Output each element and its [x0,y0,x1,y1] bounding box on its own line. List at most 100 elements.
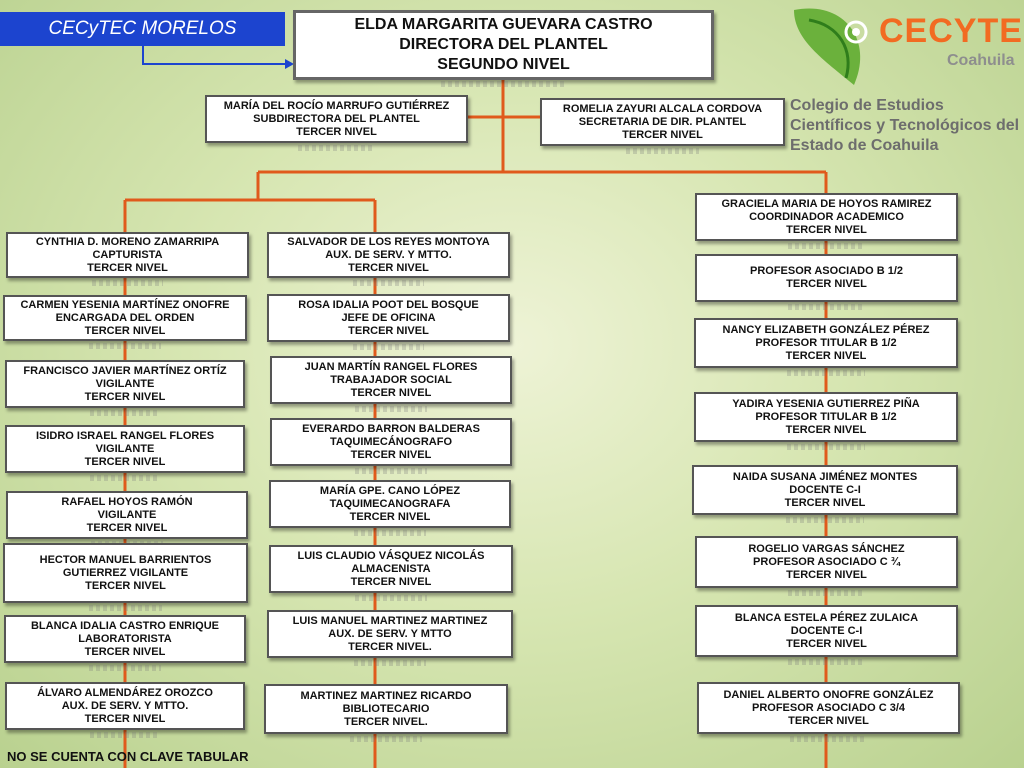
org-box-left-4: ISIDRO ISRAEL RANGEL FLORES VIGILANTE TE… [5,425,245,481]
school-name: Colegio de Estudios Científicos y Tecnol… [790,97,1020,154]
org-box-role: ALMACENISTA [351,562,431,575]
org-box-middle-1: SALVADOR DE LOS REYES MONTOYA AUX. DE SE… [267,232,510,286]
org-box-name: BLANCA IDALIA CASTRO ENRIQUE [30,619,219,632]
org-box-middle-2: ROSA IDALIA POOT DEL BOSQUE JEFE DE OFIC… [267,294,510,350]
org-box-role: PROFESOR TITULAR B 1/2 [755,336,897,349]
org-box-name: MARÍA GPE. CANO LÓPEZ [319,484,461,497]
org-box-level: TERCER NIVEL [784,496,866,509]
org-box-name: FRANCISCO JAVIER MARTÍNEZ ORTÍZ [23,364,227,377]
org-box-middle-5: MARÍA GPE. CANO LÓPEZ TAQUIMECANOGRAFA T… [269,480,511,536]
director-role: DIRECTORA DEL PLANTEL [399,36,608,53]
org-box-role: TRABAJADOR SOCIAL [330,373,452,386]
org-box-role: COORDINADOR ACADEMICO [749,210,904,223]
org-box-level: TERCER NIVEL [84,645,166,658]
org-box-name: DANIEL ALBERTO ONOFRE GONZÁLEZ [723,688,934,701]
banner-arrow-head [285,59,294,69]
org-box-name: EVERARDO BARRON BALDERAS [302,422,480,435]
org-box-level: TERCER NIVEL [85,579,166,592]
org-box-left-2: CARMEN YESENIA MARTÍNEZ ONOFRE ENCARGADA… [3,295,247,349]
org-box-name: MARÍA DEL ROCÍO MARRUFO GUTIÉRREZ [223,99,450,112]
org-box-role: LABORATORISTA [78,632,172,645]
org-box-left-8: ÁLVARO ALMENDÁREZ OROZCO AUX. DE SERV. Y… [5,682,245,738]
org-box-middle-3: JUAN MARTÍN RANGEL FLORES TRABAJADOR SOC… [270,356,512,412]
org-box-role: VIGILANTE [95,442,155,455]
org-box-right-3: NANCY ELIZABETH GONZÁLEZ PÉREZ PROFESOR … [694,318,958,376]
org-box-role: VIGILANTE [97,508,157,521]
org-box-name: LUIS MANUEL MARTINEZ MARTINEZ [292,614,488,627]
org-box-name: NAIDA SUSANA JIMÉNEZ MONTES [732,470,918,483]
org-box-name: ISIDRO ISRAEL RANGEL FLORES [35,429,215,442]
org-box-level: TERCER NIVEL [350,575,432,588]
org-box-role: PROFESOR ASOCIADO C ¾ [753,555,900,568]
org-box-name: ROMELIA ZAYURI ALCALA CORDOVA [562,102,763,115]
org-box-role: DOCENTE C-I [789,483,861,496]
org-box-level: TERCER NIVEL [785,349,867,362]
org-box-role: AUX. DE SERV. Y MTTO. [325,248,452,261]
org-box-right-7: BLANCA ESTELA PÉREZ ZULAICA DOCENTE C-I … [695,605,958,665]
org-box-level: TERCER NIVEL [350,448,432,461]
org-box-middle-4: EVERARDO BARRON BALDERAS TAQUIMECÁNOGRAF… [270,418,512,474]
org-box-role: VIGILANTE [95,377,155,390]
director-level: SEGUNDO NIVEL [437,56,570,73]
org-box-middle-8: MARTINEZ MARTINEZ RICARDO BIBLIOTECARIO … [264,684,508,742]
org-box-role: DOCENTE C-I [790,624,863,637]
org-box-role: TAQUIMECANOGRAFA [329,497,451,510]
cecyte-logo: CECYTE Coahuila Colegio de Estudios Cien… [784,0,1024,154]
campus-banner: CECyTEC MORELOS [0,12,285,46]
logo-state-text: Coahuila [947,52,1015,69]
org-box-name: LUIS CLAUDIO VÁSQUEZ NICOLÁS [297,549,485,562]
org-box-level: TERCER NIVEL [84,390,166,403]
org-box-name: BLANCA ESTELA PÉREZ ZULAICA [734,611,919,624]
org-box-role: ENCARGADA DEL ORDEN [55,311,195,324]
org-box-level: TERCER NIVEL [86,521,168,534]
org-box-role: AUX. DE SERV. Y MTTO [328,627,452,640]
org-box-left-1: CYNTHIA D. MORENO ZAMARRIPA CAPTURISTA T… [6,232,249,286]
org-box-level: TERCER NIVEL [786,568,867,581]
org-box-level: TERCER NIVEL [84,324,166,337]
org-box-name: CYNTHIA D. MORENO ZAMARRIPA [35,235,220,248]
org-box-level: TERCER NIVEL [350,386,432,399]
org-box-level: TERCER NIVEL [349,510,431,523]
org-box-secretary: ROMELIA ZAYURI ALCALA CORDOVA SECRETARIA… [540,98,785,154]
org-box-name: HECTOR MANUEL BARRIENTOS [39,553,212,566]
org-box-right-6: ROGELIO VARGAS SÁNCHEZ PROFESOR ASOCIADO… [695,536,958,596]
org-box-right-1: GRACIELA MARIA DE HOYOS RAMIREZ COORDINA… [695,193,958,249]
org-box-role: AUX. DE SERV. Y MTTO. [61,699,189,712]
org-box-name: ROGELIO VARGAS SÁNCHEZ [748,542,905,555]
org-box-role: TERCER NIVEL [786,278,867,290]
org-box-name: JUAN MARTÍN RANGEL FLORES [304,360,478,373]
director-box: ELDA MARGARITA GUEVARA CASTRO DIRECTORA … [293,10,714,87]
org-box-right-8: DANIEL ALBERTO ONOFRE GONZÁLEZ PROFESOR … [697,682,960,742]
org-box-middle-7: LUIS MANUEL MARTINEZ MARTINEZ AUX. DE SE… [267,610,513,666]
leaf-emblem-icon [794,8,868,85]
org-box-name: GRACIELA MARIA DE HOYOS RAMIREZ [721,197,932,210]
campus-title: CECyTEC MORELOS [48,18,237,39]
org-box-level: TERCER NIVEL [622,128,703,141]
org-box-role: JEFE DE OFICINA [341,311,436,324]
org-box-level: TERCER NIVEL [296,125,377,138]
org-box-name: SALVADOR DE LOS REYES MONTOYA [287,235,490,248]
org-box-level: TERCER NIVEL [84,455,166,468]
org-box-left-7: BLANCA IDALIA CASTRO ENRIQUE LABORATORIS… [4,615,246,671]
footer-note: NO SE CUENTA CON CLAVE TABULAR [7,749,249,764]
org-box-role: SUBDIRECTORA DEL PLANTEL [253,112,420,125]
org-box-role: SECRETARIA DE DIR. PLANTEL [578,115,747,128]
org-box-right-5: NAIDA SUSANA JIMÉNEZ MONTES DOCENTE C-I … [692,465,958,523]
org-box-level: TERCER NIVEL [87,261,168,274]
org-box-level: TERCER NIVEL [348,324,429,337]
org-box-level: TERCER NIVEL [348,261,429,274]
org-box-role: TAQUIMECÁNOGRAFO [329,435,452,448]
org-box-role: BIBLIOTECARIO [342,702,430,715]
org-box-right-4: YADIRA YESENIA GUTIERREZ PIÑA PROFESOR T… [694,392,958,450]
org-box-subdirector: MARÍA DEL ROCÍO MARRUFO GUTIÉRREZ SUBDIR… [205,95,468,151]
org-box-level: TERCER NIVEL. [348,640,432,653]
org-box-level: TERCER NIVEL [785,423,867,436]
org-box-level: TERCER NIVEL [786,223,867,236]
org-box-middle-6: LUIS CLAUDIO VÁSQUEZ NICOLÁS ALMACENISTA… [269,545,513,601]
logo-brand-text: CECYTE [879,12,1023,50]
director-name: ELDA MARGARITA GUEVARA CASTRO [354,16,653,33]
org-box-name: ROSA IDALIA POOT DEL BOSQUE [298,298,479,311]
org-box-role: GUTIERREZ VIGILANTE [62,566,189,579]
org-box-level: TERCER NIVEL. [344,715,428,728]
org-box-level: TERCER NIVEL [788,714,869,727]
